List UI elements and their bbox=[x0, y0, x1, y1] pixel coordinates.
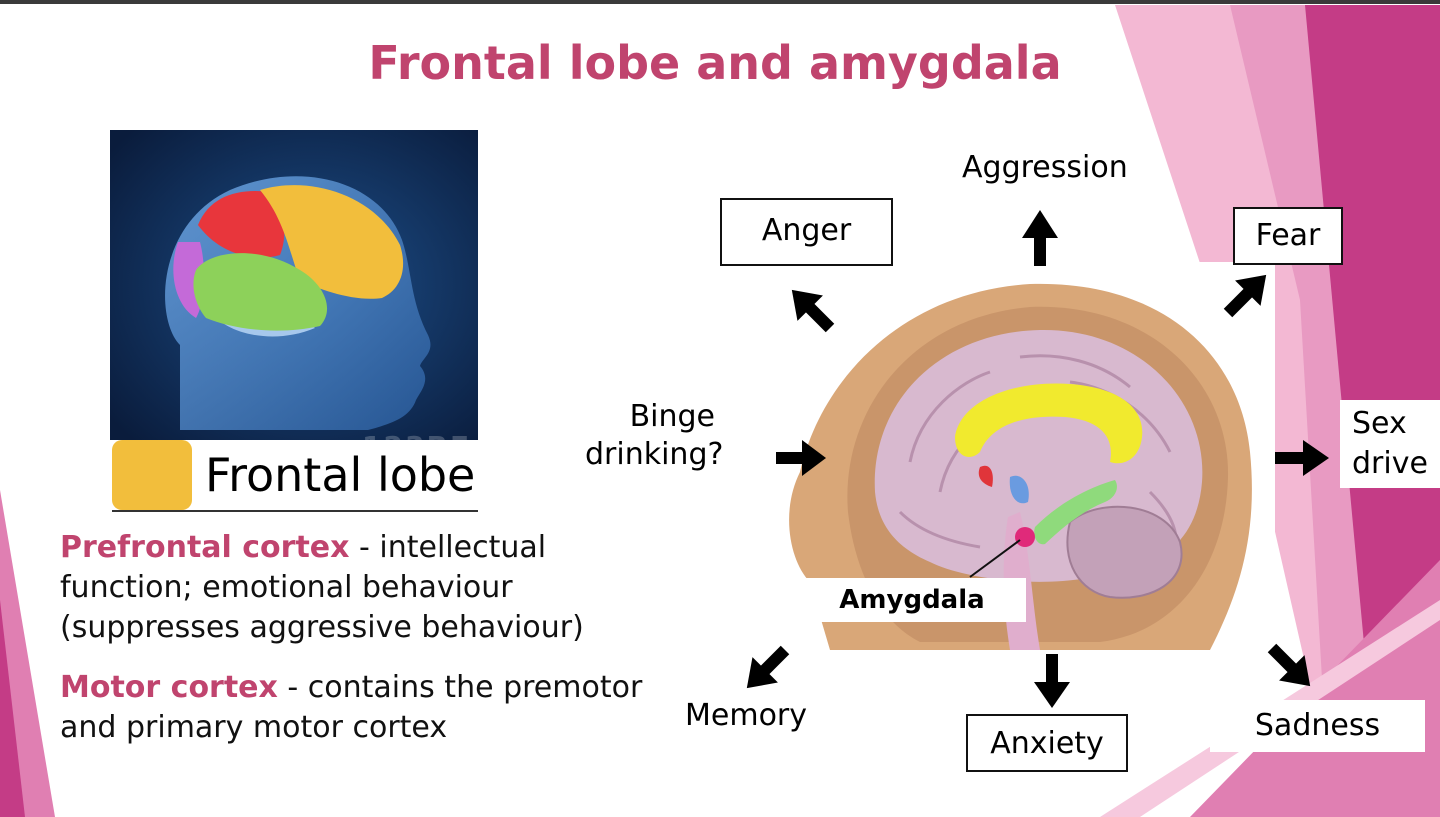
arrow-down-right-icon bbox=[1267, 643, 1311, 687]
arrow-up-right-icon bbox=[1223, 274, 1267, 318]
thalamus-blue bbox=[1009, 475, 1029, 504]
prefrontal-cortex-term: Prefrontal cortex bbox=[60, 530, 350, 565]
sex-line-2: drive bbox=[1352, 446, 1428, 481]
memory-label: Memory bbox=[685, 698, 808, 733]
brain-green-lobe bbox=[193, 253, 328, 331]
anxiety-box: Anxiety bbox=[966, 714, 1128, 772]
brain-frontal-lobe-area bbox=[260, 185, 404, 299]
sagittal-brain-image bbox=[770, 262, 1275, 650]
slide-title: Frontal lobe and amygdala bbox=[368, 36, 1062, 90]
pink-facet-left-dark bbox=[0, 600, 25, 817]
arrow-down-icon bbox=[1034, 654, 1070, 708]
amygdala-label: Amygdala bbox=[798, 578, 1026, 622]
frontal-lobe-color-swatch bbox=[112, 440, 192, 510]
anger-box: Anger bbox=[720, 198, 893, 266]
arrow-up-icon bbox=[1022, 210, 1058, 266]
legend-underline bbox=[112, 510, 478, 512]
arrow-down-left-icon bbox=[746, 645, 790, 689]
cerebellum bbox=[1066, 505, 1183, 599]
fornix-green bbox=[1034, 480, 1117, 545]
amygdala-dot bbox=[1015, 527, 1035, 547]
binge-line-2: drinking? bbox=[585, 437, 724, 472]
cingulate-yellow bbox=[955, 383, 1143, 464]
sadness-box: Sadness bbox=[1210, 700, 1425, 752]
fear-box: Fear bbox=[1233, 207, 1343, 265]
prefrontal-cortex-text: - intellectual function; emotional behav… bbox=[60, 530, 584, 645]
red-structure bbox=[978, 465, 993, 487]
brain-lobes-image: 123RF bbox=[110, 130, 478, 463]
top-border bbox=[0, 0, 1440, 4]
sex-line-1: Sex bbox=[1352, 406, 1407, 441]
motor-cortex-description: Motor cortex - contains the premotor and… bbox=[60, 668, 680, 748]
aggression-label: Aggression bbox=[962, 150, 1128, 185]
motor-cortex-term: Motor cortex bbox=[60, 670, 278, 705]
sex-drive-label: Sex drive bbox=[1340, 400, 1440, 488]
prefrontal-cortex-description: Prefrontal cortex - intellectual functio… bbox=[60, 528, 680, 648]
watermark-text: 123RF bbox=[362, 430, 472, 463]
binge-drinking-label: Binge drinking? bbox=[585, 398, 724, 474]
arrow-left-icon bbox=[776, 440, 826, 476]
motor-cortex-text: - contains the premotor and primary moto… bbox=[60, 670, 643, 745]
arrow-up-left-icon bbox=[791, 289, 835, 333]
brain-parietal-lobe bbox=[198, 190, 285, 258]
binge-line-1: Binge bbox=[629, 399, 715, 434]
frontal-lobe-legend-label: Frontal lobe bbox=[205, 448, 476, 502]
amygdala-pointer bbox=[969, 539, 1021, 578]
arrow-right-icon bbox=[1275, 440, 1329, 476]
